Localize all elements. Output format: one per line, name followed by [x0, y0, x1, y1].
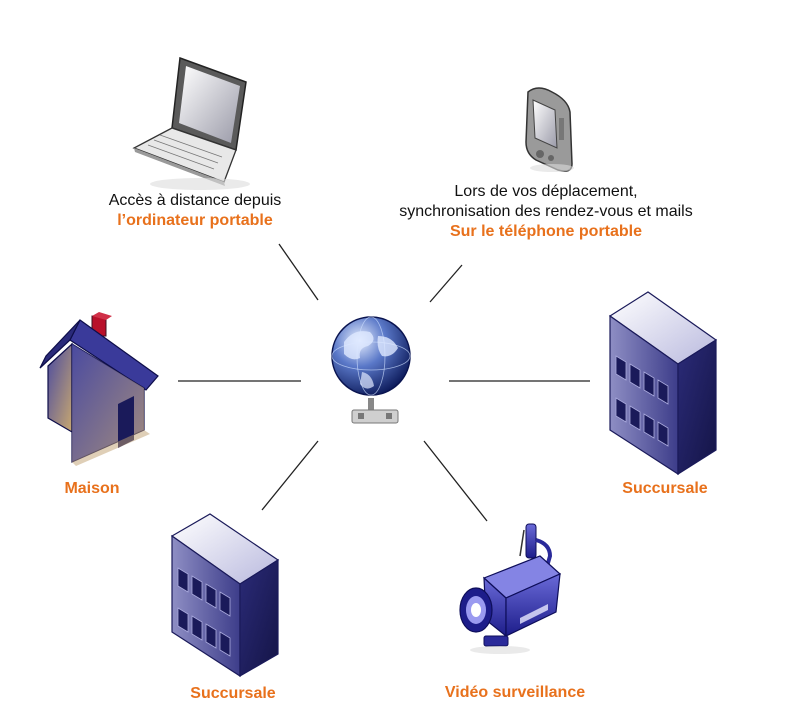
connector-lines: [178, 243, 590, 522]
laptop-icon: [132, 56, 250, 190]
house-label: Maison: [64, 480, 120, 497]
phone-label-line1: Lors de vos déplacement,: [454, 183, 638, 200]
security-camera-icon: [459, 523, 562, 654]
connector-camera: [423, 440, 488, 522]
office-building-icon-left: [170, 513, 280, 678]
camera-label: Vidéo surveillance: [444, 684, 586, 701]
phone-label-line2: synchronisation des rendez-vous et mails: [399, 203, 693, 220]
phone-label: Lors de vos déplacement, synchronisation…: [366, 182, 726, 242]
connector-branch-left: [261, 440, 319, 511]
laptop-label: Accès à distance depuis l’ordinateur por…: [85, 191, 305, 231]
phone-label-line3: Sur le téléphone portable: [449, 223, 643, 240]
house-icon: [39, 312, 159, 466]
pda-phone-icon: [525, 87, 574, 172]
laptop-label-line1: Accès à distance depuis: [108, 192, 282, 209]
connector-phone: [429, 264, 463, 303]
laptop-label-line2: l’ordinateur portable: [117, 212, 273, 229]
office-building-icon-right: [608, 291, 718, 476]
globe-network-icon: [331, 316, 411, 424]
branch-left-label: Succursale: [190, 685, 276, 702]
connector-laptop: [278, 243, 319, 301]
branch-right-label: Succursale: [622, 480, 708, 497]
